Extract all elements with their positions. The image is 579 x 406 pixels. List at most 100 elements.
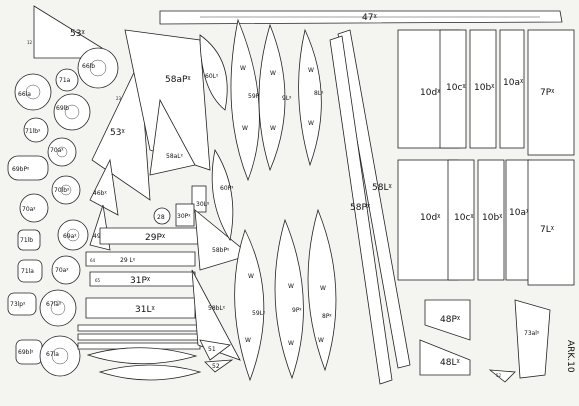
svg-text:W: W <box>245 337 251 344</box>
svg-text:58aLᵡ: 58aLᵡ <box>166 153 184 160</box>
svg-text:7Lᵡ: 7Lᵡ <box>540 225 555 235</box>
part-52-right: 52 <box>488 369 516 383</box>
part-30p: 30Pᵡ <box>175 203 195 227</box>
svg-text:31Lᵡ: 31Lᵡ <box>135 305 155 315</box>
svg-text:W: W <box>308 120 314 127</box>
part-58bp: 58bPᵡ <box>194 209 251 271</box>
part-53-wing: 53ᵡ 23 <box>91 58 151 201</box>
svg-text:10bᵡ: 10bᵡ <box>474 83 495 93</box>
svg-text:7Pᵡ: 7Pᵡ <box>540 88 555 98</box>
svg-text:66la: 66la <box>18 91 31 98</box>
svg-text:70aᵡ: 70aᵡ <box>55 267 69 274</box>
svg-text:73lpᵡ: 73lpᵡ <box>10 301 26 308</box>
svg-text:10cᵡ: 10cᵡ <box>446 83 466 93</box>
part-60p: 60Pᵡ <box>211 148 234 242</box>
svg-text:12: 12 <box>27 40 33 45</box>
part-58ap: 58aPᵡ <box>124 29 211 171</box>
part-10a-2: 10aᵡ <box>505 159 531 281</box>
svg-text:48Pᵡ: 48Pᵡ <box>440 315 461 325</box>
svg-text:65: 65 <box>95 278 101 283</box>
svg-text:64: 64 <box>90 258 96 263</box>
part-58p: 58Pᵡ <box>329 35 393 385</box>
svg-text:70aᵡ: 70aᵡ <box>22 206 36 213</box>
part-58l: 58Lᵡ <box>337 29 411 369</box>
part-10c-1: 10cᵡ <box>439 29 466 149</box>
part-66lb: 66lb <box>77 47 119 89</box>
svg-text:58Lᵡ: 58Lᵡ <box>372 183 392 193</box>
part-70a-2: 70aᵡ <box>19 193 49 223</box>
svg-text:69lb: 69lb <box>56 105 69 112</box>
svg-text:10bᵡ: 10bᵡ <box>482 213 503 223</box>
svg-text:67laᵡ: 67laᵡ <box>46 301 62 308</box>
svg-text:8Pᵡ: 8Pᵡ <box>322 313 332 320</box>
svg-text:71la: 71la <box>21 268 34 275</box>
svg-text:W: W <box>288 340 294 347</box>
part-73al: 73alᵡ <box>514 299 551 379</box>
svg-text:51: 51 <box>208 346 216 353</box>
part-31p: 31Pᵡ 65 <box>89 271 196 287</box>
part-30l: 30Lᵡ <box>191 185 210 213</box>
part-66la: 66la <box>14 73 52 111</box>
part-48l: 48Lᵡ <box>419 339 471 376</box>
svg-text:30Lᵡ: 30Lᵡ <box>196 201 210 208</box>
svg-text:29Pᵡ: 29Pᵡ <box>145 233 166 243</box>
svg-text:31Pᵡ: 31Pᵡ <box>130 276 151 286</box>
svg-text:W: W <box>320 285 326 292</box>
part-10b-1: 10bᵡ <box>469 29 497 149</box>
part-70lb: 70lbᵡ <box>51 175 81 205</box>
part-67la-2: 67la <box>39 335 81 377</box>
svg-text:W: W <box>242 125 248 132</box>
part-59p: 59Pᵡ W W <box>230 18 262 182</box>
svg-text:W: W <box>308 67 314 74</box>
svg-text:30Pᵡ: 30Pᵡ <box>177 213 191 220</box>
part-8p: 8Pᵡ W W <box>307 208 337 372</box>
part-67la: 67laᵡ <box>39 289 77 327</box>
svg-text:ARK.10: ARK.10 <box>565 340 575 373</box>
part-hull-blades <box>86 347 202 381</box>
svg-text:60Lᵡ: 60Lᵡ <box>205 73 219 80</box>
svg-text:53ᵡ: 53ᵡ <box>70 29 85 39</box>
svg-text:71lb: 71lb <box>20 237 33 244</box>
svg-text:59Lᵡ: 59Lᵡ <box>252 310 266 317</box>
svg-text:69blᵡ: 69blᵡ <box>18 349 34 356</box>
svg-text:46bᵡ: 46bᵡ <box>93 190 107 197</box>
svg-text:58bPᵡ: 58bPᵡ <box>212 247 230 254</box>
svg-text:8Lᵡ: 8Lᵡ <box>314 90 324 97</box>
part-51: 51 <box>199 339 231 361</box>
svg-text:70aᵡ: 70aᵡ <box>50 147 64 154</box>
svg-text:52: 52 <box>496 373 502 378</box>
svg-text:9Lᵡ: 9Lᵡ <box>282 95 292 102</box>
svg-text:69bPᵡ: 69bPᵡ <box>12 166 30 173</box>
svg-text:67la: 67la <box>46 351 59 358</box>
svg-text:10dᵡ: 10dᵡ <box>420 213 441 223</box>
part-70a-3: 70aᵡ <box>51 255 81 285</box>
svg-text:W: W <box>248 273 254 280</box>
svg-text:71a: 71a <box>59 77 71 84</box>
part-48p: 48Pᵡ <box>424 299 471 341</box>
svg-text:58aPᵡ: 58aPᵡ <box>165 75 191 85</box>
svg-text:58bLᵡ: 58bLᵡ <box>208 305 226 312</box>
part-59l: 59Lᵡ W W <box>234 228 266 382</box>
svg-text:53ᵡ: 53ᵡ <box>110 128 125 138</box>
part-69bp: 69bPᵡ <box>7 155 49 181</box>
svg-text:W: W <box>288 283 294 290</box>
svg-text:10aᵡ: 10aᵡ <box>509 208 530 218</box>
part-10c-2: 10cᵡ <box>447 159 474 281</box>
part-60l: 60Lᵡ <box>199 34 228 111</box>
svg-text:70lbᵡ: 70lbᵡ <box>54 187 70 194</box>
svg-text:73alᵡ: 73alᵡ <box>524 330 540 337</box>
part-47: 47ᵡ <box>159 10 563 25</box>
part-70a-1: 70aᵡ <box>47 137 77 167</box>
part-69bl: 69blᵡ <box>15 339 43 365</box>
part-58al: 58aLᵡ <box>149 98 196 176</box>
part-9l: 9Lᵡ W W <box>258 23 292 172</box>
svg-text:48Lᵡ: 48Lᵡ <box>440 358 460 368</box>
svg-text:28: 28 <box>157 214 165 221</box>
part-7p: 7Pᵡ <box>527 29 575 156</box>
strip-stack <box>77 324 201 350</box>
part-52: 52 <box>204 359 234 373</box>
svg-text:71lbᵡ: 71lbᵡ <box>25 128 41 135</box>
svg-text:W: W <box>240 65 246 72</box>
part-29l: 29 Lᵡ 64 <box>85 251 196 267</box>
